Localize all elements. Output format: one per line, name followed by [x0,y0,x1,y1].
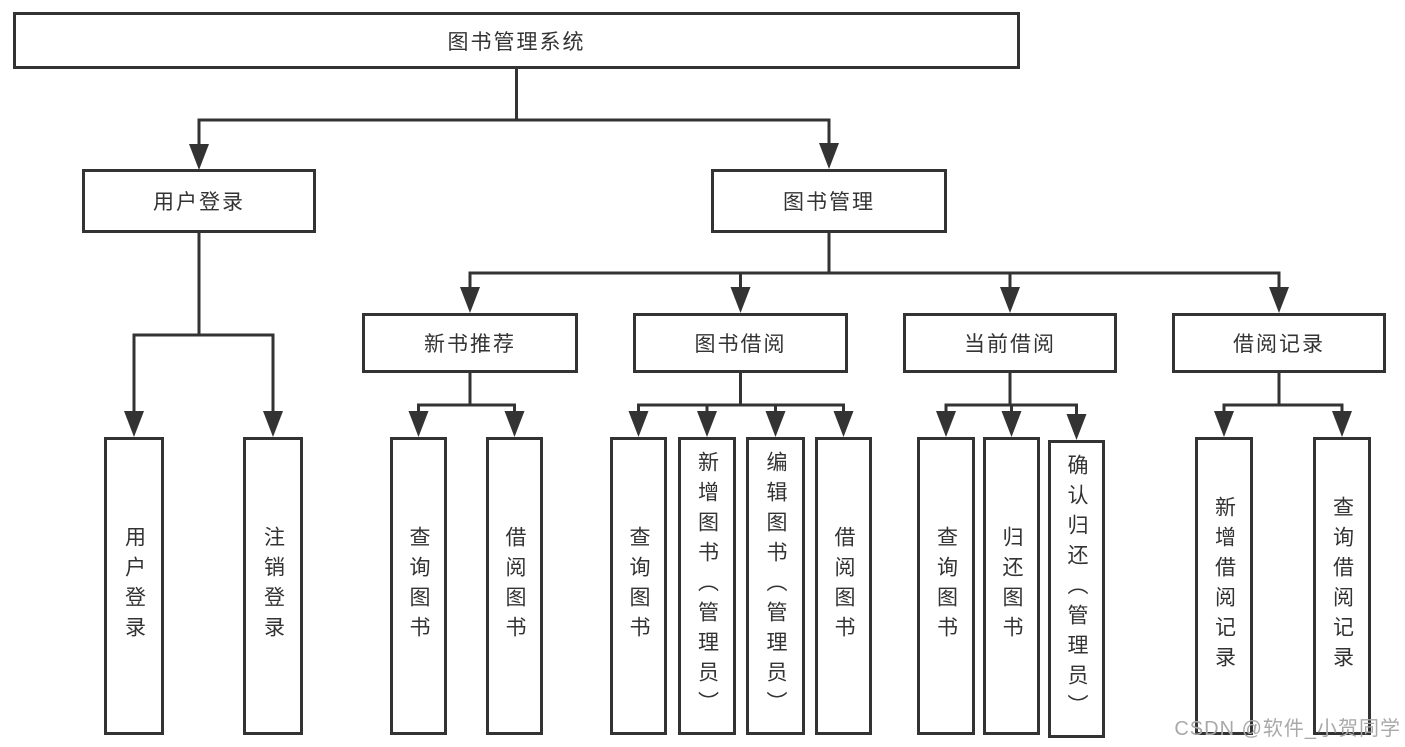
leaf-logout: 注销登录 [243,437,303,735]
leaf-borrow-edit-books-admin: 编辑图书（管理员） [746,437,805,735]
leaf-recommend-query-books: 查询图书 [390,437,447,735]
node-new-book-recommend: 新书推荐 [362,313,578,373]
node-book-borrow: 图书借阅 [633,313,848,373]
leaf-borrow-borrow-books: 借阅图书 [815,437,872,735]
node-book-management: 图书管理 [711,169,947,233]
leaf-records-query-borrow-record: 查询借阅记录 [1313,437,1371,735]
node-borrow-records: 借阅记录 [1172,313,1386,373]
leaf-user-login: 用户登录 [104,437,164,735]
node-library-management-system: 图书管理系统 [13,12,1020,69]
arrowheads [124,143,1352,440]
leaf-current-query-books: 查询图书 [917,437,975,735]
leaf-current-confirm-return-admin: 确认归还（管理员） [1048,440,1105,738]
node-user-login: 用户登录 [82,169,316,233]
csdn-watermark: CSDN @软件_小贺同学 [1174,718,1401,740]
leaf-current-return-books: 归还图书 [983,437,1040,735]
leaf-recommend-borrow-books: 借阅图书 [486,437,543,735]
leaf-borrow-query-books: 查询图书 [610,437,667,735]
node-current-borrow: 当前借阅 [903,313,1117,373]
leaf-borrow-add-books-admin: 新增图书（管理员） [678,437,736,735]
leaf-records-add-borrow-record: 新增借阅记录 [1195,437,1253,735]
